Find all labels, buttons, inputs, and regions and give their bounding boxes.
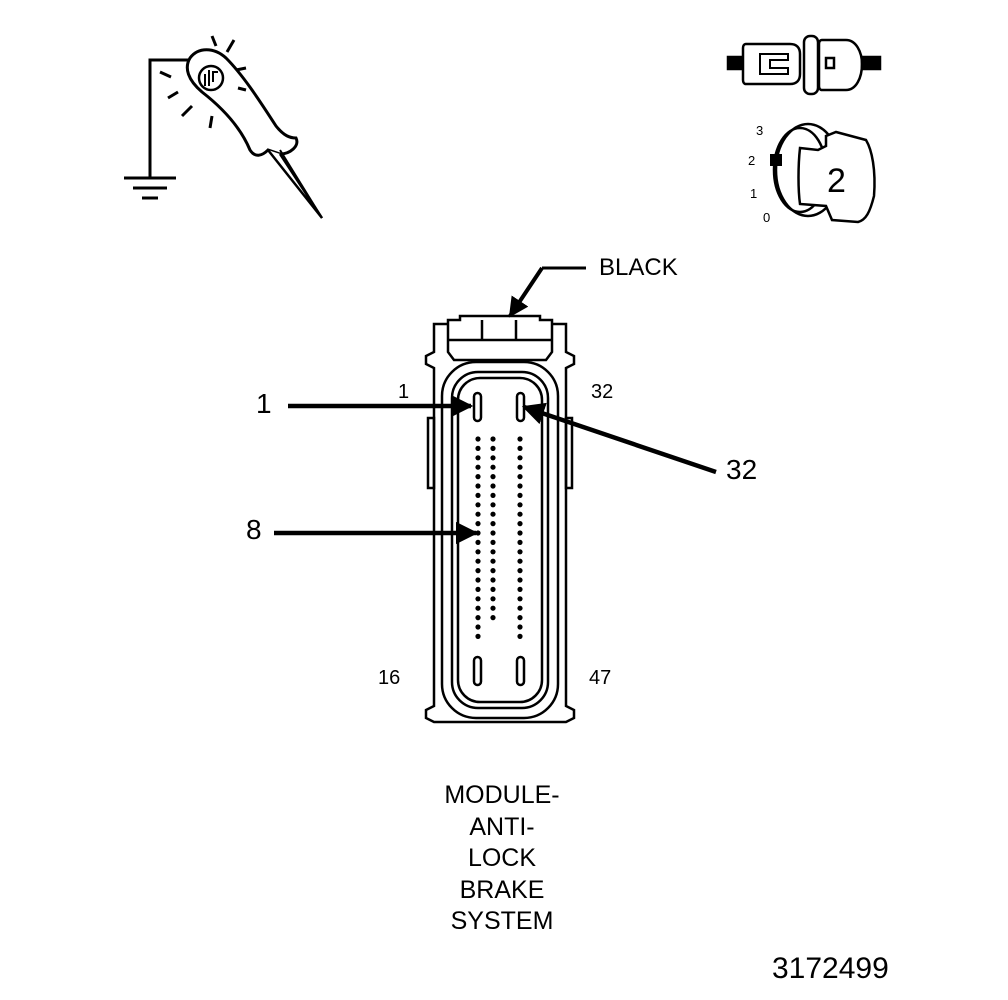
pin-cavity [517,558,523,564]
pin-cavity [490,511,496,517]
pin-callout-arrows [274,394,717,545]
pin-cavity [490,502,496,508]
caption-line: BRAKE [459,875,545,904]
pin-cavity [490,464,496,470]
pin-cavity [517,436,523,442]
caption-line: ANTI- [469,812,535,841]
pin-cavity [517,521,523,527]
pin-cavity [490,530,496,536]
color-callout [508,266,586,318]
ignition-switch-icon [770,122,876,224]
ignition-key-label: 2 [827,162,846,200]
pin-cavity [490,596,496,602]
pin-cavity [475,530,481,536]
pin-cavity [517,511,523,517]
pin-cavity [475,558,481,564]
caption-line: LOCK [467,844,537,872]
pin-cavity [490,586,496,593]
pin-cavity [517,624,523,630]
pin-cavity [517,483,523,489]
pin-cavity [490,483,496,489]
pin-label-bottom-right: 47 [589,667,612,689]
test-light-icon [159,35,324,219]
pin-cavity [475,492,481,498]
pin-cavity [475,549,481,555]
pin-cavity [475,577,481,583]
pin-cavity [517,502,523,508]
pin-cavity [490,492,496,498]
pin-cavity [475,474,481,480]
pin-cavity [517,633,523,640]
caption-line: MODULE- [444,781,560,809]
pin-cavity [517,615,523,621]
pin-cavity [490,455,496,461]
connector-pin-cavities [475,436,523,640]
pin-cavity [490,577,496,583]
ground-icon [124,58,190,200]
callout-pin-8: 8 [246,514,262,545]
pin-cavity [475,445,481,451]
caption-line: SYSTEM [450,907,554,935]
pin-cavity [517,549,523,555]
callout-pin-1: 1 [256,388,272,419]
ignition-position-3: 3 [756,123,764,138]
connector-color-label: BLACK [599,254,678,281]
pin-cavity [490,474,496,480]
pin-cavity [475,483,481,489]
pin-cavity [475,521,481,527]
pin-cavity [517,445,523,451]
ignition-position-2: 2 [748,153,756,168]
pin-cavity [517,492,523,498]
pin-label-bottom-left: 16 [378,667,401,689]
pin-cavity [490,539,496,546]
pin-cavity [475,605,481,611]
pin-cavity [517,586,523,593]
pin-cavity [517,577,523,583]
pin-cavity [490,549,496,555]
ignition-position-1: 1 [750,186,758,201]
connector-body [424,314,576,724]
ignition-position-0: 0 [763,210,771,225]
pin-cavity [490,615,496,621]
pin-cavity [517,455,523,461]
disconnected-connector-icon [726,34,882,96]
pin-cavity [517,474,523,480]
pin-cavity [517,605,523,611]
pin-cavity [490,568,496,574]
pin-cavity [490,521,496,527]
pin-cavity [490,558,496,564]
callout-pin-32: 32 [726,454,758,485]
pin-cavity [490,605,496,611]
figure-number: 3172499 [772,952,889,985]
pin-cavity [475,624,481,630]
pin-label-top-right: 32 [591,381,614,403]
pin-label-top-left: 1 [398,381,410,403]
pin-cavity [517,568,523,574]
pin-cavity [517,530,523,536]
pin-cavity [475,596,481,602]
pin-cavity [475,568,481,574]
pin-cavity [517,596,523,602]
pin-cavity [475,502,481,508]
pin-cavity [475,633,481,640]
pin-cavity [475,586,481,593]
pin-cavity [517,464,523,470]
pin-32-arrow [521,402,717,475]
pin-cavity [475,511,481,517]
pin-cavity [517,539,523,546]
pin-cavity [490,445,496,451]
pin-cavity [475,455,481,461]
pin-cavity [475,539,481,546]
pin-cavity [475,464,481,470]
pin-cavity [475,436,481,442]
component-caption: MODULE- ANTI- LOCK BRAKE SYSTEM [402,780,602,938]
pin-cavity [490,436,496,442]
pin-cavity [475,615,481,621]
